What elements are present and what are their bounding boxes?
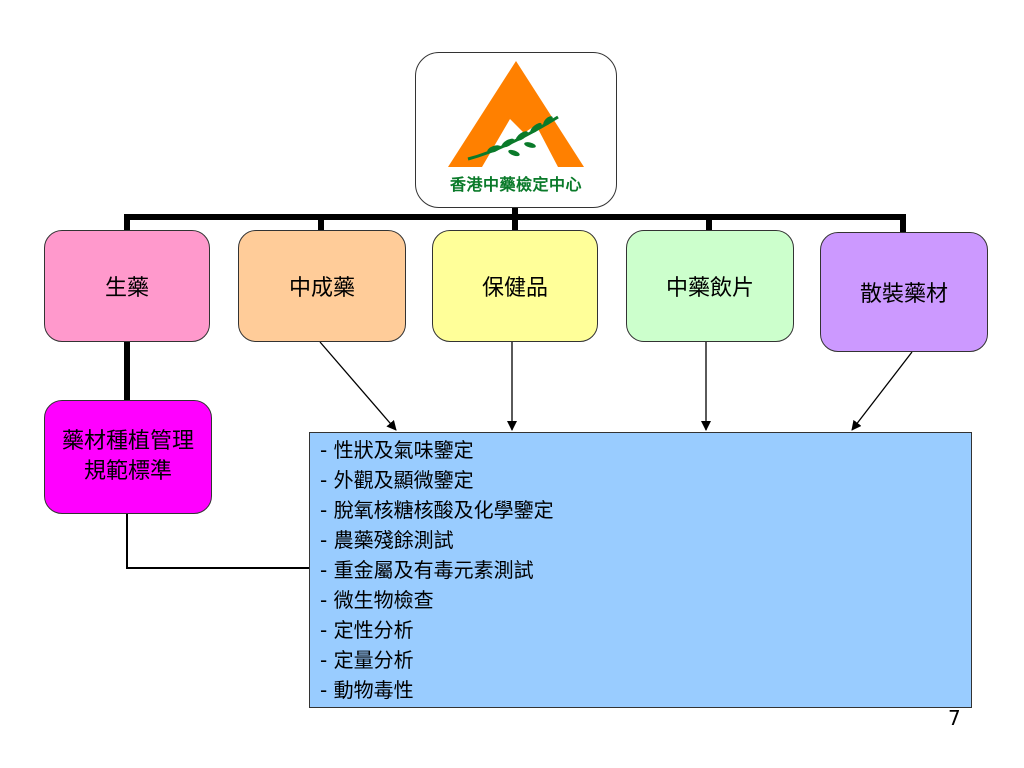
test-item: - 定量分析 [320,648,414,672]
arrows [319,341,913,431]
category-health-products: 保健品 [432,230,598,342]
category-label: 中成藥 [288,276,355,301]
test-item: - 農藥殘餘測試 [320,528,454,552]
test-item: - 動物毒性 [320,678,414,702]
test-item: - 性狀及氣味鑒定 [320,438,474,462]
category-label: 中藥飲片 [665,276,754,301]
test-item: - 脫氧核糖核酸及化學鑒定 [320,498,554,522]
logo-triangle-icon [448,61,584,167]
category-proprietary-medicine: 中成藥 [238,230,406,342]
standard-line-2: 規範標準 [83,459,172,484]
category-label: 保健品 [481,276,548,301]
category-label: 散裝藥材 [859,282,948,307]
test-item: - 重金屬及有毒元素測試 [320,558,534,582]
category-bulk-herbs: 散裝藥材 [820,232,988,352]
logo-box: 香港中藥檢定中心 [415,52,617,208]
test-item: - 定性分析 [320,618,414,642]
page-number: 7 [948,706,961,730]
test-item: - 外觀及顯微鑒定 [320,468,474,492]
category-raw-herbs: 生藥 [44,230,210,342]
tree-connector [124,208,906,400]
standard-to-tests-line [126,514,309,569]
cultivation-standard-box: 藥材種植管理 規範標準 [44,400,212,514]
category-decoction-pieces: 中藥飲片 [626,230,794,342]
category-label: 生藥 [104,276,149,301]
standard-line-1: 藥材種植管理 [61,429,194,455]
test-item: - 微生物檢查 [320,588,434,612]
tests-list-box: - 性狀及氣味鑒定 - 外觀及顯微鑒定 - 脫氧核糖核酸及化學鑒定 - 農藥殘餘… [309,432,972,708]
logo-text: 香港中藥檢定中心 [449,175,582,194]
